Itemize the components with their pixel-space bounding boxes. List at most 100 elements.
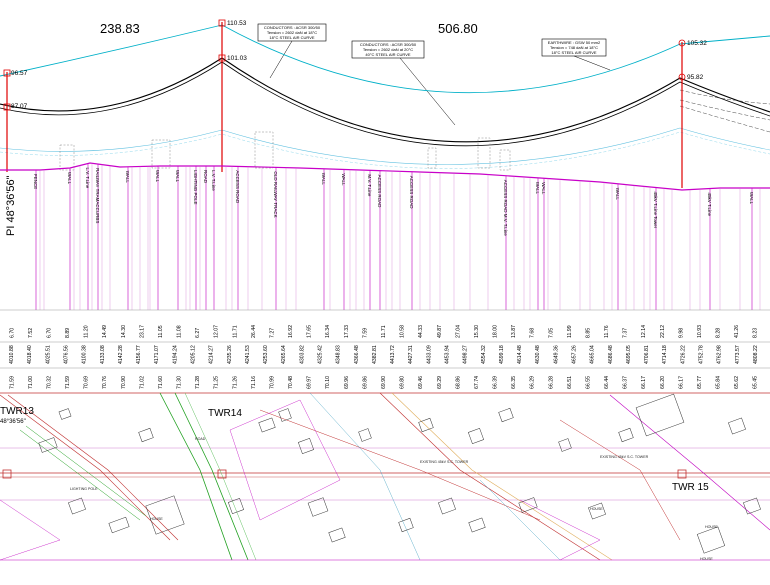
house-outline — [618, 427, 634, 443]
table-cell: 4348.83 — [336, 345, 342, 364]
table-cell: 4325.42 — [318, 345, 324, 364]
table-cell: 71.02 — [139, 376, 145, 389]
house-outline — [145, 495, 185, 535]
crossing-label: WALL — [67, 172, 72, 185]
table-cell: 11.20 — [84, 325, 90, 338]
table-cell: 11.76 — [604, 325, 610, 338]
right-dashed-wires — [679, 89, 770, 133]
table-cell: 12.14 — [641, 325, 647, 338]
table-cell: 11.99 — [567, 325, 573, 338]
pi-angle-label: PI 48°36'56" — [5, 175, 17, 236]
table-cell: 4695.05 — [626, 345, 632, 364]
table-cell: 12.07 — [214, 325, 220, 338]
map-label: EXISTING 45kV S.C. TOWER — [600, 455, 649, 459]
table-cell: 71.16 — [251, 376, 257, 389]
table-cell: 71.30 — [177, 376, 183, 389]
house-outline — [558, 438, 572, 452]
house-outline — [518, 497, 538, 513]
house-outline — [498, 407, 514, 423]
house-outline — [467, 427, 485, 445]
plan-tower-13: TWR13 48°36'56" — [0, 406, 34, 479]
table-cell: 4253.60 — [263, 345, 269, 364]
table-cell: 71.59 — [65, 376, 71, 389]
house-outline — [227, 497, 245, 515]
table-cell: 71.25 — [214, 376, 220, 389]
table-cell: 69.80 — [400, 376, 406, 389]
svg-text:Tension = 2602 daN at 20°C: Tension = 2602 daN at 20°C — [363, 47, 413, 52]
svg-text:18°C STEEL AIR CURVE: 18°C STEEL AIR CURVE — [269, 35, 315, 40]
table-cell: 4366.48 — [354, 345, 360, 364]
table-cell: 8.23 — [753, 328, 759, 338]
table-cell: 4241.53 — [245, 345, 251, 364]
table-cell: 68.86 — [455, 376, 461, 389]
crossing-label: ACCESS ROAD M.V. T.Line — [503, 180, 508, 237]
elevation-left-low: 87.07 — [11, 103, 28, 110]
elevation-mid-low: 101.03 — [227, 55, 247, 62]
house-outline — [307, 497, 329, 517]
table-cell: 71.26 — [232, 376, 238, 389]
map-label: HOUSE — [590, 507, 603, 511]
table-cell: 4171.07 — [154, 345, 160, 364]
svg-text:Tension = 748 daN at 18°C: Tension = 748 daN at 18°C — [550, 45, 598, 50]
crossing-label: 45kV T.Line Tower — [653, 192, 658, 229]
table-cell: 16.34 — [325, 325, 331, 338]
house-outline — [38, 437, 58, 453]
table-cell: 66.39 — [493, 376, 499, 389]
table-cell: 4726.22 — [680, 345, 686, 364]
table-cell: 4614.48 — [517, 345, 523, 364]
table-cell: 69.29 — [437, 376, 443, 389]
table-cell: 6.70 — [9, 328, 15, 338]
table-cell: 7.59 — [362, 328, 368, 338]
crossing-lines — [35, 163, 761, 310]
table-cell: 4453.94 — [445, 345, 451, 364]
map-label: HOUSE — [150, 517, 163, 521]
ground-profile — [0, 162, 770, 191]
table-cell: 65.84 — [716, 376, 722, 389]
table-cell: 11.05 — [158, 325, 164, 338]
table-cell: 4303.82 — [299, 345, 305, 364]
house-outline — [635, 393, 685, 437]
house-outline — [418, 417, 434, 433]
table-cell: 70.76 — [102, 376, 108, 389]
table-cell: 4433.09 — [426, 345, 432, 364]
table-cell: 7.37 — [623, 328, 629, 338]
plan-tower-14: TWR14 — [208, 408, 242, 479]
crossing-label: WALL — [615, 188, 620, 201]
svg-text:40°C STEEL AIR CURVE: 40°C STEEL AIR CURVE — [365, 52, 411, 57]
house-outline — [108, 516, 130, 534]
elevation-mid-top: 110.53 — [227, 20, 247, 27]
table-cell: 22.12 — [660, 325, 666, 338]
table-cell: 65.45 — [753, 376, 759, 389]
table-cell: 26.44 — [251, 325, 257, 338]
table-cell: 66.35 — [511, 376, 517, 389]
table-cell: 10.93 — [697, 325, 703, 338]
table-cell: 15.30 — [474, 325, 480, 338]
table-cell: 4010.88 — [9, 345, 15, 364]
crossing-label: WALL — [341, 173, 346, 186]
table-cell: 4427.31 — [408, 345, 414, 364]
table-cell: 17.65 — [307, 325, 313, 338]
crossing-label: WALL — [155, 170, 160, 183]
crossing-label: WALL — [321, 173, 326, 186]
table-cell: 11.71 — [381, 325, 387, 338]
table-cell: 4194.24 — [172, 345, 178, 364]
tower-13-label: TWR13 — [0, 406, 34, 417]
plan-houses — [38, 393, 761, 554]
table-cell: 66.28 — [548, 376, 554, 389]
table-cell: 69.96 — [344, 376, 350, 389]
table-cell: 4076.56 — [64, 345, 70, 364]
crossing-label: WALL — [535, 182, 540, 195]
crossing-label: FENCE — [33, 174, 38, 189]
table-cell: 65.62 — [734, 376, 740, 389]
table-cell: 6.70 — [46, 328, 52, 338]
crossing-label: ACCESS ROAD — [235, 170, 240, 204]
table-cell: 8.85 — [585, 328, 591, 338]
svg-text:18°C STEEL AIR CURVE: 18°C STEEL AIR CURVE — [551, 50, 597, 55]
table-cell: 69.46 — [418, 376, 424, 389]
tower-15-label: TWR 15 — [672, 482, 709, 493]
house-outline — [328, 527, 346, 543]
